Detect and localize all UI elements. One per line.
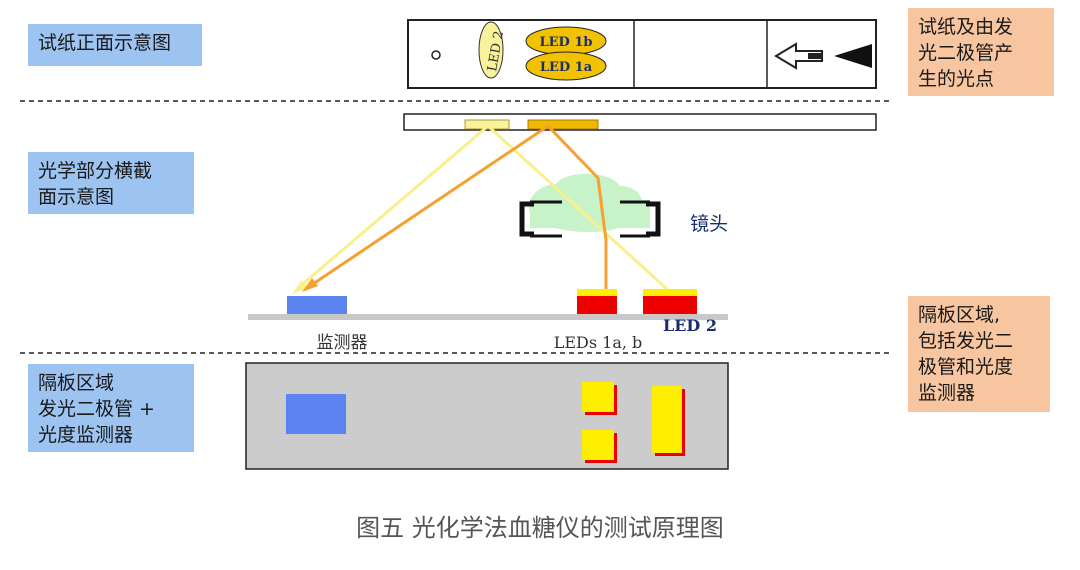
strip-led-line1: 试纸及由发 — [918, 16, 1014, 38]
partition-right-line3: 极管和光度 — [918, 356, 1014, 378]
led1a-top-view — [582, 430, 614, 460]
partition-left-line2: 发光二极管 + — [38, 398, 155, 420]
led1b-top-view — [582, 382, 614, 412]
detector-top-view — [286, 394, 346, 434]
strip-led-label: 试纸及由发 光二极管产 生的光点 — [908, 8, 1054, 96]
optical-section-label: 光学部分横截 面示意图 — [28, 152, 194, 214]
led1-spot-cross — [527, 119, 599, 130]
partition-right-label: 隔板区域, 包括发光二 极管和光度 监测器 — [908, 296, 1050, 412]
led2-yellow-cross — [643, 289, 697, 296]
detector-label: 监测器 — [317, 333, 368, 353]
lens-bracket-left — [519, 201, 534, 237]
partition-right-line1: 隔板区域, — [918, 304, 1001, 326]
detector-cross — [287, 296, 347, 314]
led1a-strip-label: LED 1a — [540, 60, 593, 75]
led1b-strip-label: LED 1b — [540, 35, 593, 50]
strip-front-label: 试纸正面示意图 — [28, 24, 202, 66]
beam-orange-source — [546, 124, 608, 290]
beam-yellow-arrowhead — [292, 280, 308, 294]
partition-left-label: 隔板区域 发光二极管 + 光度监测器 — [28, 364, 194, 452]
led1-yellow-cross — [577, 289, 617, 296]
led2-strip-label: LED 2 — [485, 30, 507, 73]
strip-cross-section — [403, 113, 877, 131]
lens-bracket-right — [646, 201, 661, 237]
beam-yellow-source — [486, 124, 670, 292]
partition-right-line2: 包括发光二 — [918, 330, 1014, 352]
insert-arrow-tail — [808, 53, 822, 59]
figure-caption: 图五 光化学法血糖仪的测试原理图 — [356, 514, 724, 542]
led1-red-cross — [577, 296, 617, 314]
partition-plate — [248, 314, 728, 320]
led2-top-view — [652, 386, 682, 453]
led2-cross-label: LED 2 — [663, 316, 717, 335]
optical-section-line2: 面示意图 — [38, 186, 115, 208]
led2-spot-cross — [464, 119, 510, 130]
lens-label: 镜头 — [690, 213, 728, 235]
strip-front-text: 试纸正面示意图 — [38, 32, 172, 54]
strip-led-line2: 光二极管产 — [918, 42, 1014, 64]
beam-orange-arrowhead — [302, 278, 318, 292]
led1a-spot — [525, 51, 607, 81]
lens-body — [530, 200, 650, 228]
optical-section-line1: 光学部分横截 — [38, 160, 153, 182]
partition-left-line1: 隔板区域 — [38, 372, 115, 394]
strip-hole — [431, 50, 441, 60]
beam-orange-return — [309, 124, 549, 288]
strip-led-line3: 生的光点 — [918, 68, 995, 90]
led2-red-cross — [643, 296, 697, 314]
led2-spot — [478, 21, 504, 79]
beam-yellow-return — [297, 124, 489, 290]
strip-tip-triangle — [834, 44, 872, 68]
leds-1ab-label: LEDs 1a, b — [554, 333, 643, 352]
partition-left-line3: 光度监测器 — [38, 424, 134, 446]
partition-right-line4: 监测器 — [918, 382, 976, 404]
